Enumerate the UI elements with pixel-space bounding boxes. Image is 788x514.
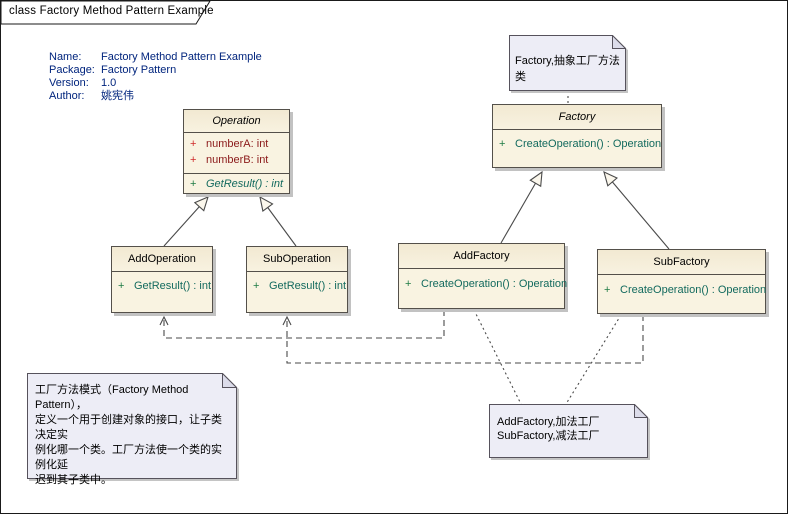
class-name: AddOperation <box>112 247 212 272</box>
operation-text: CreateOperation() : Operation <box>620 284 767 296</box>
class-operation[interactable]: Operation + numberA: int + numberB: int … <box>183 109 290 194</box>
property-row: Version: 1.0 <box>49 77 262 90</box>
property-label: Name: <box>49 51 82 63</box>
class-addoperation[interactable]: AddOperation + GetResult() : int <box>111 246 213 313</box>
visibility: + <box>190 154 197 166</box>
class-name: Operation <box>184 110 289 133</box>
generalization-addfactory-to-factory[interactable] <box>500 170 543 244</box>
class-name: SubFactory <box>598 250 765 275</box>
generalization-suboperation-to-operation[interactable] <box>259 195 297 247</box>
property-value: 姚宪伟 <box>101 90 134 102</box>
property-row: Author: 姚宪伟 <box>49 90 262 103</box>
visibility: + <box>190 178 197 190</box>
factory-note[interactable]: Factory,抽象工厂方法类 <box>509 35 626 91</box>
attribute-text: numberA: int <box>206 138 269 150</box>
dependency-addfactory-to-addoperation[interactable] <box>159 310 445 339</box>
operations-compartment: + GetResult() : int <box>112 272 212 294</box>
note-fold-corner <box>612 35 626 49</box>
class-name: SubOperation <box>247 247 347 272</box>
operation-text: GetResult() : int <box>269 280 347 292</box>
generalization-subfactory-to-factory[interactable] <box>603 170 670 250</box>
attribute: + numberA: int <box>184 136 289 152</box>
operation-text: GetResult() : int <box>206 178 284 190</box>
attribute: + numberB: int <box>184 152 289 168</box>
dependency-subfactory-to-suboperation[interactable] <box>282 315 644 364</box>
note-text: Factory,抽象工厂方法类 <box>515 55 620 83</box>
property-label: Version: <box>49 77 89 89</box>
operation-text: CreateOperation() : Operation <box>515 138 662 150</box>
factories-note[interactable]: AddFactory,加法工厂 SubFactory,减法工厂 <box>489 404 648 458</box>
diagram-frame-label: class Factory Method Pattern Example <box>9 5 214 17</box>
pattern-definition-note[interactable]: 工厂方法模式（Factory Method Pattern）， 定义一个用于创建… <box>27 373 237 486</box>
class-addfactory[interactable]: AddFactory + CreateOperation() : Operati… <box>398 243 568 309</box>
property-value: 1.0 <box>101 77 117 89</box>
visibility: + <box>499 138 506 150</box>
property-row: Name: Factory Method Pattern Example <box>49 51 262 64</box>
operation-text: CreateOperation() : Operation <box>421 278 568 290</box>
property-row: Package: Factory Pattern <box>49 64 262 77</box>
operations-compartment: + CreateOperation() : Operation <box>598 275 767 298</box>
visibility: + <box>118 280 125 292</box>
note-fold-corner <box>222 373 237 388</box>
visibility: + <box>253 280 260 292</box>
notelink-subfactory-to-factoriesnote[interactable] <box>565 314 622 405</box>
operations-compartment: + CreateOperation() : Operation <box>399 269 568 292</box>
property-value: Factory Pattern <box>101 64 177 76</box>
property-label: Author: <box>49 90 85 102</box>
operation: + CreateOperation() : Operation <box>493 136 661 152</box>
diagram-frame-tab[interactable] <box>1 1 211 25</box>
operation: + CreateOperation() : Operation <box>399 276 568 292</box>
property-label: Package: <box>49 64 95 76</box>
class-name: AddFactory <box>399 244 564 269</box>
diagram-properties: Name: Factory Method Pattern Example Pac… <box>49 51 262 103</box>
visibility: + <box>604 284 611 296</box>
class-name: Factory <box>493 105 661 130</box>
note-shape <box>509 35 626 91</box>
note-text: 工厂方法模式（Factory Method Pattern）， 定义一个用于创建… <box>35 384 222 486</box>
operations-compartment: + GetResult() : int <box>184 173 289 192</box>
attribute-text: numberB: int <box>206 154 269 166</box>
operation-text: GetResult() : int <box>134 280 212 292</box>
operations-compartment: + GetResult() : int <box>247 272 347 294</box>
note-text: AddFactory,加法工厂 SubFactory,减法工厂 <box>497 416 600 442</box>
visibility: + <box>405 278 412 290</box>
visibility: + <box>190 138 197 150</box>
note-shape <box>27 373 237 479</box>
property-value: Factory Method Pattern Example <box>101 51 262 63</box>
operations-compartment: + CreateOperation() : Operation <box>493 130 661 152</box>
operation: + CreateOperation() : Operation <box>598 282 767 298</box>
note-fold-corner <box>634 404 648 418</box>
class-subfactory[interactable]: SubFactory + CreateOperation() : Operati… <box>597 249 766 314</box>
notelink-addfactory-to-factoriesnote[interactable] <box>473 309 522 405</box>
class-suboperation[interactable]: SubOperation + GetResult() : int <box>246 246 348 313</box>
operation: + GetResult() : int <box>112 278 212 294</box>
operation: + GetResult() : int <box>184 176 289 192</box>
note-shape <box>489 404 648 458</box>
generalization-addoperation-to-operation[interactable] <box>163 196 209 247</box>
attributes-compartment: + numberA: int + numberB: int <box>184 133 289 173</box>
class-factory[interactable]: Factory + CreateOperation() : Operation <box>492 104 662 168</box>
operation: + GetResult() : int <box>247 278 347 294</box>
